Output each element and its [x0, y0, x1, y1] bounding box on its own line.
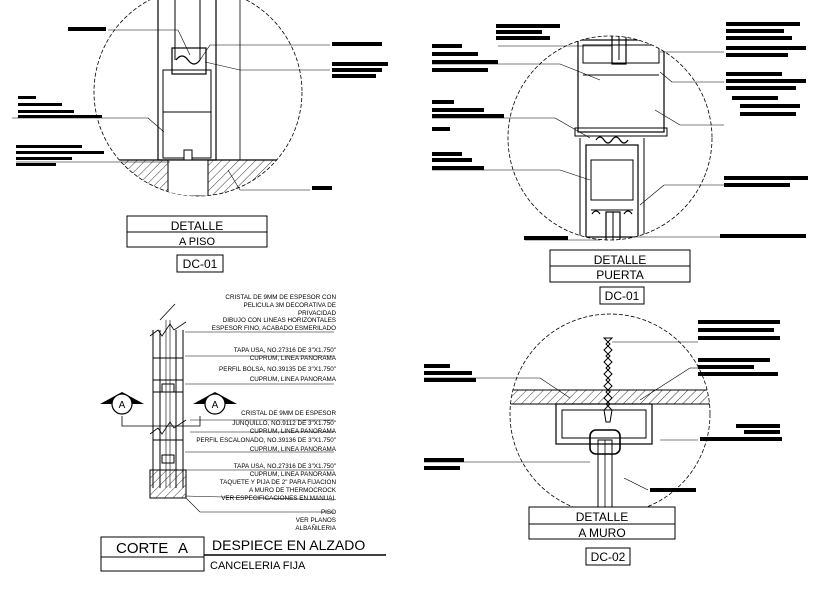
note-line: CRISTAL DE 9MM DE ESPESOR: [241, 410, 336, 417]
wall-title-box: [528, 506, 676, 540]
note-line: PRIVACIDAD: [298, 310, 336, 317]
note-line: PISO: [321, 509, 336, 516]
floor-annotation-blocks: [16, 27, 388, 190]
note-line: ALBAÑILERIA: [295, 523, 336, 532]
note-line: CUPRUM, LINEA PANORAMA: [250, 471, 337, 478]
note-line: VER ESPECIFICACIONES EN MANUAL: [221, 495, 336, 502]
note-line: CUPRUM, LINEA PANORAMA: [250, 446, 337, 453]
note-line: TAQUETE Y PIJA DE 2" PARA FIJACION: [220, 479, 337, 486]
wall-annotation-blocks: [424, 320, 782, 492]
note-line: JUNQUILLO, NO.9112 DE 3"X1.750": [232, 420, 336, 427]
section-base: [149, 469, 187, 499]
door-code-box: [599, 286, 645, 305]
section-elevation: A A CRISTAL DE 9MM DE ESPESOR CON PELICU…: [100, 294, 386, 572]
door-title-line2: PUERTA: [596, 268, 644, 282]
note-line: TAPA USA, NO.27316 DE 3"X1.750": [234, 463, 336, 470]
door-title-line1: DETALLE: [594, 253, 646, 267]
section-marker-right: A: [193, 392, 237, 415]
note-line: CRISTAL DE 9MM DE ESPESOR CON: [225, 294, 336, 301]
note-line: PELICULA 3M DECORATIVA DE: [244, 302, 337, 309]
note-line: VER PLANOS: [296, 517, 336, 524]
section-title-box: [100, 536, 205, 572]
note-line: CUPRUM, LINEA PANORAMA: [250, 428, 337, 435]
wall-title-line2: A MURO: [578, 526, 625, 540]
wall-code: DC-02: [591, 550, 626, 564]
note-line: CUPRUM, LINEA PANORAMA: [250, 376, 337, 383]
door-upper-profile: [577, 39, 665, 133]
detail-floor: DETALLE A PISO DC-01: [12, 0, 388, 273]
door-code: DC-01: [605, 289, 640, 303]
note-line: CUPRUM, LINEA PANORAMA: [250, 355, 337, 362]
note-line: DIBUJO CON LINEAS HORIZONTALES: [223, 317, 336, 324]
section-notes: CRISTAL DE 9MM DE ESPESOR CON PELICULA 3…: [196, 294, 336, 532]
wall-profile: [555, 403, 653, 445]
section-marker-right-letter: A: [212, 400, 219, 411]
floor-code-box: [176, 254, 224, 273]
section-marker-left-letter: A: [119, 400, 126, 411]
section-label: CORTE: [116, 540, 168, 557]
detail-wall: DETALLE A MURO DC-02: [424, 313, 782, 566]
detail-door-circle: [507, 35, 713, 241]
note-line: PERFIL BOLSA, NO.39135 DE 3"X1.750": [219, 366, 336, 373]
note-line: ESPESOR FINO, ACABADO ESMERILADO: [212, 325, 336, 332]
section-title: DESPIECE EN ALZADO: [212, 537, 365, 553]
section-letter: A: [178, 540, 188, 557]
wall-anchor: [602, 337, 614, 423]
floor-title-line1: DETALLE: [171, 219, 223, 233]
floor-profile: [157, 0, 217, 161]
section-marker-left: A: [100, 392, 201, 427]
note-line: A MURO DE THERMOCROCK: [249, 487, 337, 494]
door-annotation-blocks: [432, 22, 808, 240]
detail-door: DETALLE PUERTA DC-01: [432, 22, 808, 305]
floor-code: DC-01: [183, 257, 218, 271]
wall-code-box: [585, 547, 631, 566]
note-line: TAPA USA, NO.27316 DE 3"X1.750": [234, 347, 336, 354]
door-lower-profile: [585, 144, 639, 238]
note-line: PERFIL ESCALONADO, NO.39136 DE 3"X1.750": [196, 437, 336, 444]
floor-title-line2: A PISO: [179, 236, 216, 248]
section-subtitle: CANCELERIA FIJA: [210, 560, 306, 572]
wall-title-line1: DETALLE: [576, 510, 628, 524]
